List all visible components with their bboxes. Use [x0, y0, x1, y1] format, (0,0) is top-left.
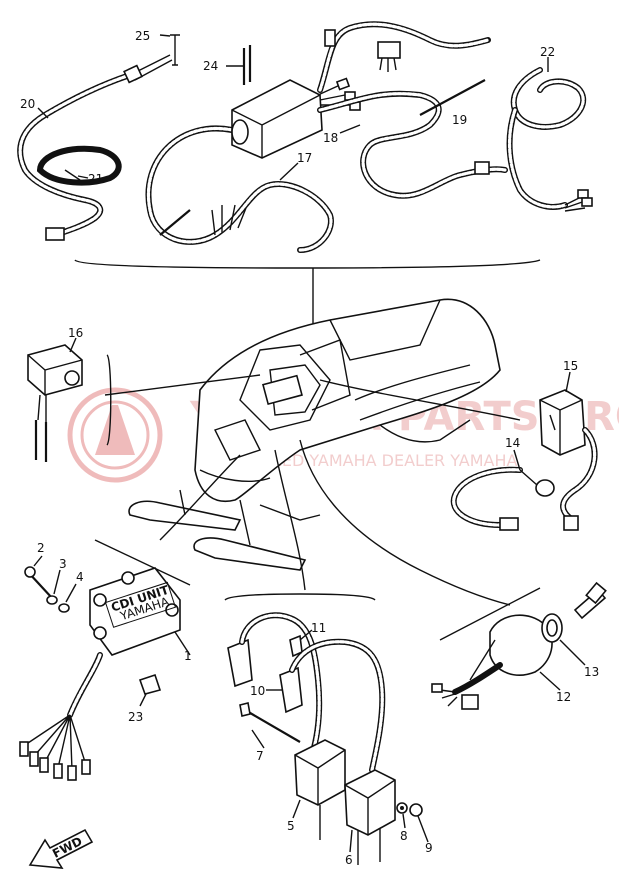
wire-harness-14: [450, 427, 598, 531]
callout-1: 1: [184, 649, 192, 663]
washer-4: [58, 603, 70, 613]
wire-harness-18: [317, 90, 508, 199]
cdi-unit: [89, 567, 181, 656]
ignition-coil-5: [294, 739, 346, 806]
leader-12: [299, 439, 511, 606]
callout-15: 15: [563, 359, 578, 373]
nut-9: [409, 803, 423, 817]
callout-13: 13: [584, 665, 599, 679]
ignition-coil-6: [344, 769, 396, 836]
junction-box: [231, 79, 323, 159]
callout-11: 11: [311, 621, 326, 635]
fwd-label: FWD: [50, 834, 84, 861]
connector-18: [474, 161, 490, 175]
leader-14: [319, 379, 521, 421]
callout-5: 5: [287, 819, 295, 833]
callout-20: 20: [20, 97, 35, 111]
callout-16: 16: [68, 326, 83, 340]
leader-coils: [274, 449, 306, 591]
wire-21: [64, 169, 81, 181]
callout-9: 9: [425, 841, 433, 855]
bracket-cdi: [94, 539, 191, 586]
callout-25: 25: [135, 29, 150, 43]
callout-2: 2: [37, 541, 45, 555]
bracket-main-switch: [439, 587, 541, 641]
part-25-bolt: [170, 34, 180, 66]
harness-bracket: [74, 259, 541, 269]
wire-19: [419, 79, 486, 116]
callout-19: 19: [452, 113, 467, 127]
callout-3: 3: [59, 557, 67, 571]
main-switch-12: [489, 614, 553, 676]
fwd-arrow: FWD: [28, 828, 94, 869]
main-switch-group: [431, 581, 607, 710]
plug-cap-10a: [227, 638, 253, 688]
wire-loop-21: [36, 145, 122, 186]
wire-end: [159, 209, 191, 236]
callout-6: 6: [345, 853, 353, 867]
bracket-16: [106, 354, 112, 446]
callout-21: 21: [88, 172, 103, 186]
callout-14: 14: [505, 436, 520, 450]
watermark-logo: [67, 387, 163, 483]
leader-16: [104, 374, 261, 396]
connector-top: [324, 29, 401, 72]
connector-20: [45, 227, 65, 241]
snowmobile-body: [128, 298, 501, 571]
ski-left: [128, 500, 242, 531]
connector-12: [461, 694, 479, 710]
callout-17: 17: [297, 151, 312, 165]
callout-7: 7: [256, 749, 264, 763]
callout-24: 24: [203, 59, 218, 73]
callout-8: 8: [400, 829, 408, 843]
switch-15: [539, 389, 586, 456]
bolt-7: [244, 709, 301, 743]
callout-12: 12: [556, 690, 571, 704]
switch-16: [27, 344, 83, 462]
cdi-unit-group: CDI UNIT YAMAHA: [19, 539, 191, 781]
leader-cdi: [159, 454, 241, 541]
callout-10: 10: [250, 684, 265, 698]
callouts: 25 24 20 21 17 18 19 22 16 15 14 2 3 4 1…: [20, 29, 599, 867]
ignition-coils-group: [224, 593, 423, 865]
wire-harness-group: [17, 21, 593, 269]
plug-cap-10b: [279, 666, 303, 714]
bracket-coils: [224, 593, 376, 601]
washer-3: [46, 595, 58, 605]
callout-23: 23: [128, 710, 143, 724]
callout-4: 4: [76, 570, 84, 584]
callout-18: 18: [323, 131, 338, 145]
callout-22: 22: [540, 45, 555, 59]
nut-23: [138, 673, 162, 695]
